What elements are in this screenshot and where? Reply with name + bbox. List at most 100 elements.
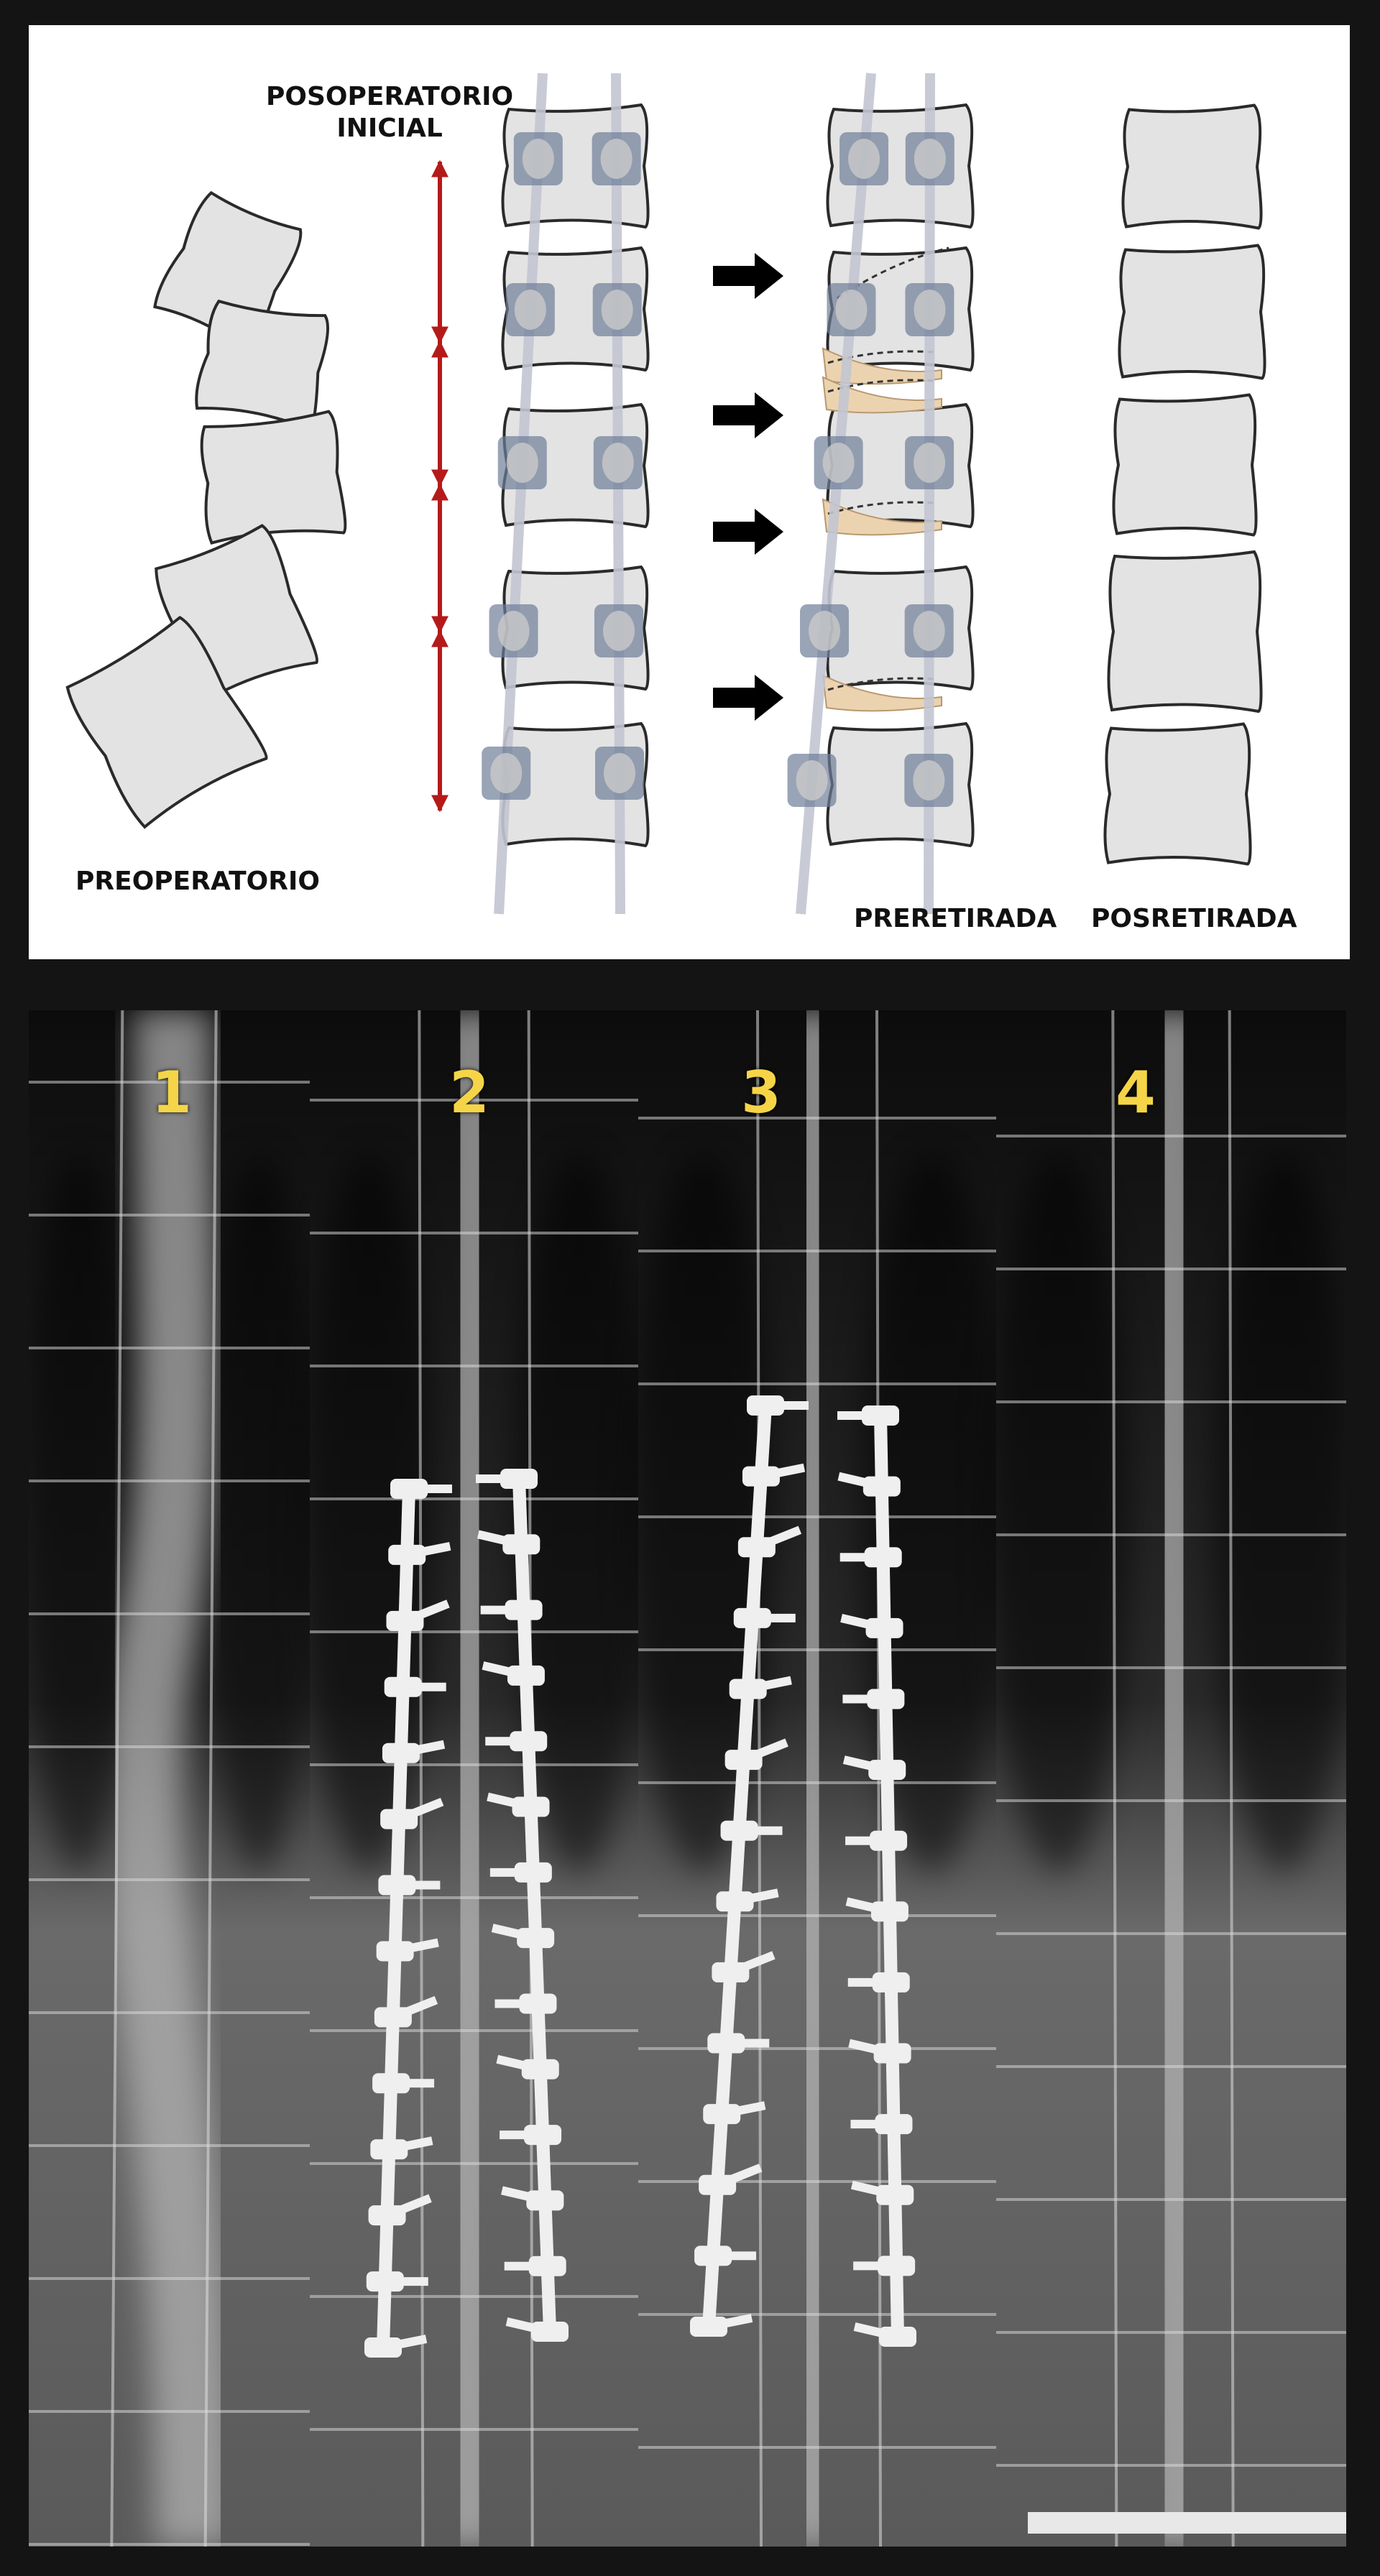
screw-head	[601, 290, 633, 330]
surgical-stages-diagram: POSOPERATORIO INICIAL PREOPERATORIO PRER…	[29, 25, 1350, 959]
vertebra-postremoval	[1112, 393, 1258, 537]
pedicle-screw-shaft	[487, 1792, 532, 1811]
screw-head	[602, 611, 635, 651]
lung-right	[203, 1154, 316, 1873]
label-preremoval: PRERETIRADA	[854, 904, 1057, 933]
screw-head	[848, 139, 880, 179]
label-preop: PREOPERATORIO	[75, 867, 320, 896]
pedicle-screw-shaft	[505, 2317, 551, 2336]
screw-head	[796, 760, 828, 800]
screw-head	[822, 443, 855, 483]
screw-head	[914, 139, 946, 179]
spine-shadow	[1130, 1010, 1218, 2547]
pedicle-screw-shaft	[715, 2164, 763, 2189]
pedicle-screw-shaft	[755, 1525, 802, 1551]
screw-connector	[707, 2033, 745, 2054]
xray-number-3: 3	[741, 1059, 781, 1126]
label-postop-initial: POSOPERATORIO INICIAL	[266, 81, 513, 144]
spine-shadow	[101, 1010, 234, 2547]
screw-head	[913, 760, 945, 800]
pedicle-screw-shaft	[406, 1542, 451, 1559]
xray-number-2: 2	[449, 1059, 489, 1126]
grid-line-vertical	[1228, 1010, 1235, 2547]
pedicle-screw-shaft	[397, 1798, 444, 1824]
pedicle-screw-shaft	[403, 1599, 450, 1625]
pedicle-screw-shaft	[394, 1938, 439, 1956]
implant-rod-left	[702, 1399, 772, 2333]
vertebra-postremoval	[1118, 244, 1266, 380]
grid-line-vertical	[203, 1010, 218, 2547]
spine-drawing	[65, 73, 1266, 915]
growth-line-dashed	[827, 350, 935, 364]
pedicle-screw-shaft	[848, 2039, 893, 2058]
label-postop-line2: INICIAL	[336, 114, 443, 143]
vertebra-preop	[195, 299, 329, 431]
screw-connector	[372, 2073, 410, 2094]
growth-line-dashed	[827, 677, 935, 691]
implant-rod-right	[874, 1409, 904, 2343]
pedicle-screw-shaft	[721, 2101, 766, 2119]
pedicle-screw-shaft	[845, 1897, 891, 1916]
pedicle-screw-shaft	[760, 1463, 806, 1481]
grid-line-vertical	[110, 1010, 124, 2547]
screw-head	[809, 611, 841, 651]
black-arrow	[713, 253, 783, 299]
pedicle-screw-shaft	[501, 2186, 546, 2205]
pedicle-screw-shaft	[729, 1951, 776, 1977]
pedicle-screw-shaft	[707, 2314, 753, 2331]
black-arrow	[713, 509, 783, 555]
pedicle-screw-shaft	[742, 1738, 788, 1764]
spine-shadow	[770, 1010, 855, 2547]
xray-comparison: 1 2 3 4	[29, 1010, 1346, 2547]
screw-head	[602, 443, 634, 483]
pedicle-screw-shaft	[388, 2136, 433, 2154]
screw-head	[914, 443, 946, 483]
vertebra-postremoval	[1103, 722, 1252, 866]
pedicle-screw-shaft	[482, 1661, 528, 1680]
xray-imagery	[29, 1010, 1346, 2547]
screw-head	[600, 139, 632, 179]
implant-rod-right	[512, 1472, 556, 2338]
black-arrow	[713, 392, 783, 438]
vertebra-preop	[200, 410, 347, 545]
pedicle-screw-shaft	[385, 2194, 432, 2220]
pedicle-screw-shaft	[850, 2180, 896, 2199]
screw-head	[835, 290, 868, 330]
spine-shadow	[426, 1010, 514, 2547]
screw-head	[506, 443, 538, 483]
screw-head	[490, 753, 523, 793]
vertebra-preop	[65, 616, 268, 829]
pedicle-screw-shaft	[496, 2054, 542, 2074]
label-postremoval: POSRETIRADA	[1091, 904, 1297, 933]
lung-right	[513, 1154, 645, 1873]
pedicle-screw-shaft	[747, 1676, 792, 1694]
pedicle-screw-shaft	[837, 1472, 883, 1491]
xray-number-1: 1	[152, 1059, 192, 1126]
pedicle-screw-shaft	[400, 1740, 446, 1758]
pedicle-screw-shaft	[840, 1614, 886, 1633]
vertebra-postremoval	[1121, 103, 1263, 230]
black-arrow	[713, 675, 783, 721]
bone-graft	[822, 674, 942, 712]
growth-line-dashed	[827, 379, 935, 393]
ruler-bar	[1028, 2512, 1346, 2534]
implant-rod-left	[377, 1482, 415, 2354]
pedicle-screw-shaft	[842, 1755, 888, 1774]
pedicle-screw-shaft	[734, 1888, 779, 1906]
screw-head	[514, 290, 546, 330]
screw-head	[522, 139, 554, 179]
screw-head	[603, 753, 635, 793]
screw-head	[914, 290, 946, 330]
lung-left	[989, 1154, 1130, 1873]
pedicle-screw-shaft	[491, 1924, 537, 1942]
bone-graft	[822, 498, 942, 536]
grid-line-vertical	[418, 1010, 425, 2547]
vertebra-postremoval	[1107, 550, 1263, 714]
screw-head	[913, 611, 945, 651]
pedicle-screw-shaft	[477, 1530, 523, 1549]
label-postop-line1: POSOPERATORIO	[266, 82, 514, 111]
grid-line-vertical	[756, 1010, 763, 2547]
pedicle-screw-shaft	[853, 2322, 899, 2341]
grid-line-vertical	[1111, 1010, 1118, 2547]
xray-number-4: 4	[1116, 1059, 1156, 1126]
